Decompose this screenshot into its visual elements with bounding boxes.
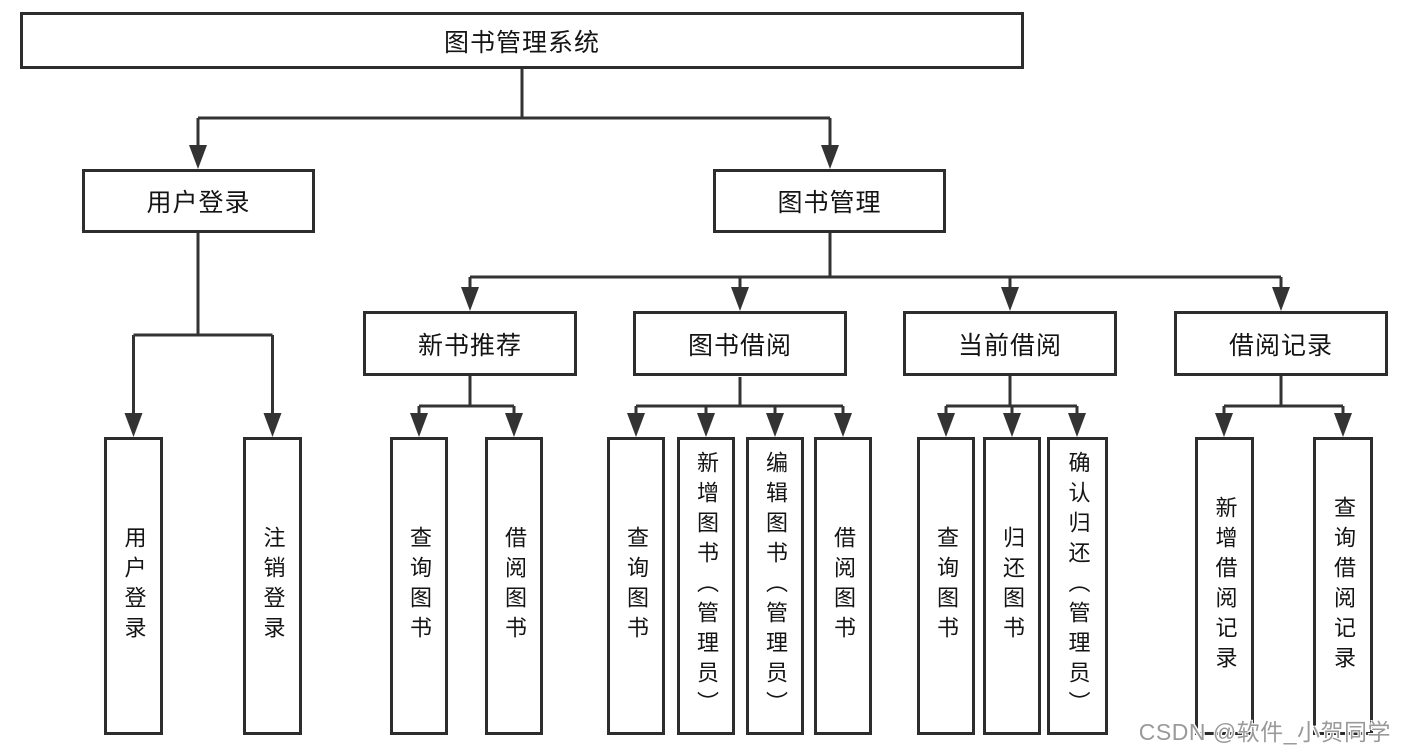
node-label: 借阅图书 bbox=[831, 526, 856, 646]
node-label: 注销登录 bbox=[260, 526, 286, 646]
arrow-down-icon bbox=[731, 287, 749, 311]
arrow-down-icon bbox=[834, 413, 852, 437]
node-current-return-books: 归还图书 bbox=[983, 437, 1041, 735]
arrow-down-icon bbox=[821, 145, 839, 169]
arrow-down-icon bbox=[1272, 287, 1290, 311]
node-records-query-record: 查询借阅记录 bbox=[1313, 437, 1373, 735]
node-current-confirm-return-admin: 确认归还（管理员） bbox=[1047, 437, 1108, 735]
node-book-borrowing: 图书借阅 bbox=[633, 311, 847, 376]
node-new-book-recommendation: 新书推荐 bbox=[363, 311, 577, 376]
arrow-down-icon bbox=[124, 413, 143, 437]
node-borrowing-records: 借阅记录 bbox=[1174, 311, 1388, 376]
node-borrow-add-books-admin: 新增图书（管理员） bbox=[677, 437, 735, 735]
node-label: 借阅记录 bbox=[1228, 331, 1333, 360]
arrow-down-icon bbox=[1001, 287, 1019, 311]
node-label: 图书借阅 bbox=[687, 331, 792, 360]
node-borrow-query-books: 查询图书 bbox=[607, 437, 665, 735]
arrow-down-icon bbox=[766, 413, 784, 437]
arrow-down-icon bbox=[505, 413, 523, 437]
node-label: 用户登录 bbox=[121, 526, 147, 646]
arrow-down-icon bbox=[937, 413, 955, 437]
node-label: 新增图书（管理员） bbox=[694, 451, 719, 721]
node-label: 编辑图书（管理员） bbox=[763, 451, 788, 721]
node-label: 归还图书 bbox=[1000, 526, 1025, 646]
node-user-login: 用户登录 bbox=[82, 169, 315, 233]
node-book-management: 图书管理 bbox=[713, 169, 946, 233]
arrow-down-icon bbox=[1334, 413, 1352, 437]
arrow-down-icon bbox=[1068, 413, 1086, 437]
node-root: 图书管理系统 bbox=[20, 12, 1024, 69]
arrow-down-icon bbox=[697, 413, 715, 437]
node-login-logout: 注销登录 bbox=[243, 437, 302, 735]
node-recommend-borrow-books: 借阅图书 bbox=[485, 437, 543, 735]
arrow-down-icon bbox=[263, 413, 282, 437]
arrow-down-icon bbox=[410, 413, 428, 437]
node-label: 借阅图书 bbox=[502, 526, 527, 646]
node-label: 确认归还（管理员） bbox=[1065, 451, 1091, 721]
node-records-add-record: 新增借阅记录 bbox=[1195, 437, 1254, 735]
node-label: 查询图书 bbox=[407, 526, 432, 646]
node-label: 当前借阅 bbox=[957, 331, 1062, 360]
node-label: 查询图书 bbox=[934, 526, 959, 646]
arrow-down-icon bbox=[1003, 413, 1021, 437]
node-login-user-login: 用户登录 bbox=[104, 437, 163, 735]
arrowhead-icons bbox=[124, 145, 1352, 437]
node-label: 查询图书 bbox=[624, 526, 649, 646]
node-borrow-edit-books-admin: 编辑图书（管理员） bbox=[746, 437, 804, 735]
node-current-borrowing: 当前借阅 bbox=[903, 311, 1117, 376]
arrow-down-icon bbox=[461, 287, 479, 311]
node-label: 新增借阅记录 bbox=[1212, 496, 1238, 676]
arrow-down-icon bbox=[189, 145, 207, 169]
arrow-down-icon bbox=[1215, 413, 1233, 437]
node-label: 查询借阅记录 bbox=[1331, 496, 1356, 676]
node-borrow-borrow-books: 借阅图书 bbox=[814, 437, 872, 735]
node-recommend-query-books: 查询图书 bbox=[390, 437, 448, 735]
node-current-query-books: 查询图书 bbox=[917, 437, 975, 735]
arrow-down-icon bbox=[627, 413, 645, 437]
node-label: 用户登录 bbox=[146, 189, 251, 217]
node-label: 图书管理 bbox=[777, 189, 882, 217]
node-label: 图书管理系统 bbox=[443, 28, 600, 57]
csdn-watermark: CSDN @软件_小贺同学 bbox=[1138, 719, 1391, 745]
node-label: 新书推荐 bbox=[417, 331, 522, 360]
connector-lines bbox=[132, 69, 1345, 420]
